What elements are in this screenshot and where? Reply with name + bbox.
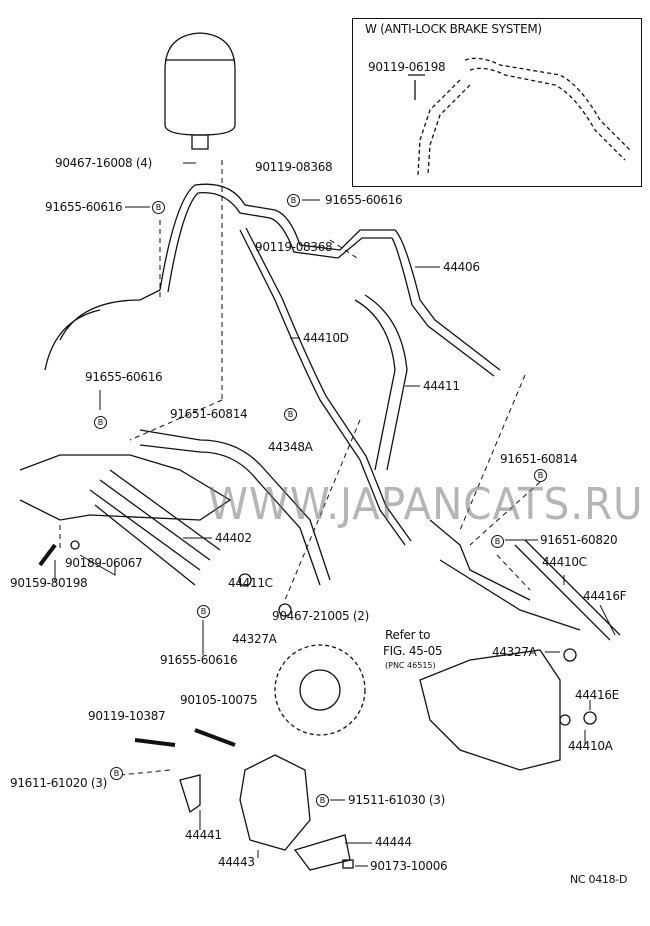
bolt-marker-icon: B xyxy=(287,194,300,207)
inset-title: W (ANTI-LOCK BRAKE SYSTEM) xyxy=(365,22,542,36)
abs-inset-lines xyxy=(417,57,631,176)
bolt-marker-icon: B xyxy=(110,767,123,780)
part-label: 90119-10387 xyxy=(88,709,166,723)
reference-line2: FIG. 45-05 xyxy=(383,644,443,658)
part-label: 44444 xyxy=(375,835,412,849)
part-label: 44406 xyxy=(443,260,480,274)
part-label: 90105-10075 xyxy=(180,693,258,707)
part-label: 44348A xyxy=(268,440,313,454)
pump-body xyxy=(274,644,561,771)
part-label: 91655-60616 xyxy=(325,193,403,207)
bolt-marker-icon: B xyxy=(284,408,297,421)
part-label: 44441 xyxy=(185,828,222,842)
part-label: 44416F xyxy=(583,589,627,603)
part-label: 91651-60814 xyxy=(170,407,248,421)
part-label: 91611-61020 (3) xyxy=(10,776,107,790)
part-label: 91651-60814 xyxy=(500,452,578,466)
bolt-marker-icon: B xyxy=(491,535,504,548)
part-label: 90467-16008 (4) xyxy=(55,156,152,170)
part-label: 90119-06198 xyxy=(368,60,446,74)
abs-inset-box xyxy=(352,18,642,187)
bolt-marker-icon: B xyxy=(534,469,547,482)
part-label: 90173-10006 xyxy=(370,859,448,873)
watermark: WWW.JAPANCATS.RU xyxy=(208,479,644,530)
part-label: 91651-60820 xyxy=(540,533,618,547)
bolt-marker-icon: B xyxy=(94,416,107,429)
part-label: 90119-08368 xyxy=(255,240,333,254)
bolt-marker-icon: B xyxy=(197,605,210,618)
reservoir-tank xyxy=(164,32,236,150)
part-label: 91655-60616 xyxy=(160,653,238,667)
part-label: 90159-80198 xyxy=(10,576,88,590)
part-label: 44411 xyxy=(423,379,460,393)
part-label: 44410D xyxy=(303,331,349,345)
diagram-code: NC 0418-D xyxy=(570,873,628,886)
part-label: 91511-61030 (3) xyxy=(348,793,445,807)
part-label: 44410A xyxy=(568,739,613,753)
part-label: 44443 xyxy=(218,855,255,869)
reference-line1: Refer to xyxy=(385,628,431,642)
part-label: 90119-08368 xyxy=(255,160,333,174)
bolt-marker-icon: B xyxy=(152,201,165,214)
part-label: 44402 xyxy=(215,531,252,545)
bolt-marker-icon: B xyxy=(316,794,329,807)
part-label: 91655-60616 xyxy=(85,370,163,384)
inset-bolt xyxy=(408,74,425,100)
part-label: 44411C xyxy=(228,576,273,590)
brackets xyxy=(179,754,354,871)
part-label: 90189-06067 xyxy=(65,556,143,570)
part-label: 44327A xyxy=(492,645,537,659)
part-label: 44410C xyxy=(542,555,587,569)
part-label: 44327A xyxy=(232,632,277,646)
reference-line3: (PNC 46515) xyxy=(385,661,436,670)
part-label: 44416E xyxy=(575,688,619,702)
part-label: 90467-21005 (2) xyxy=(272,609,369,623)
hoses-pipes xyxy=(19,183,621,641)
part-label: 91655-60616 xyxy=(45,200,123,214)
bolts xyxy=(38,540,597,747)
